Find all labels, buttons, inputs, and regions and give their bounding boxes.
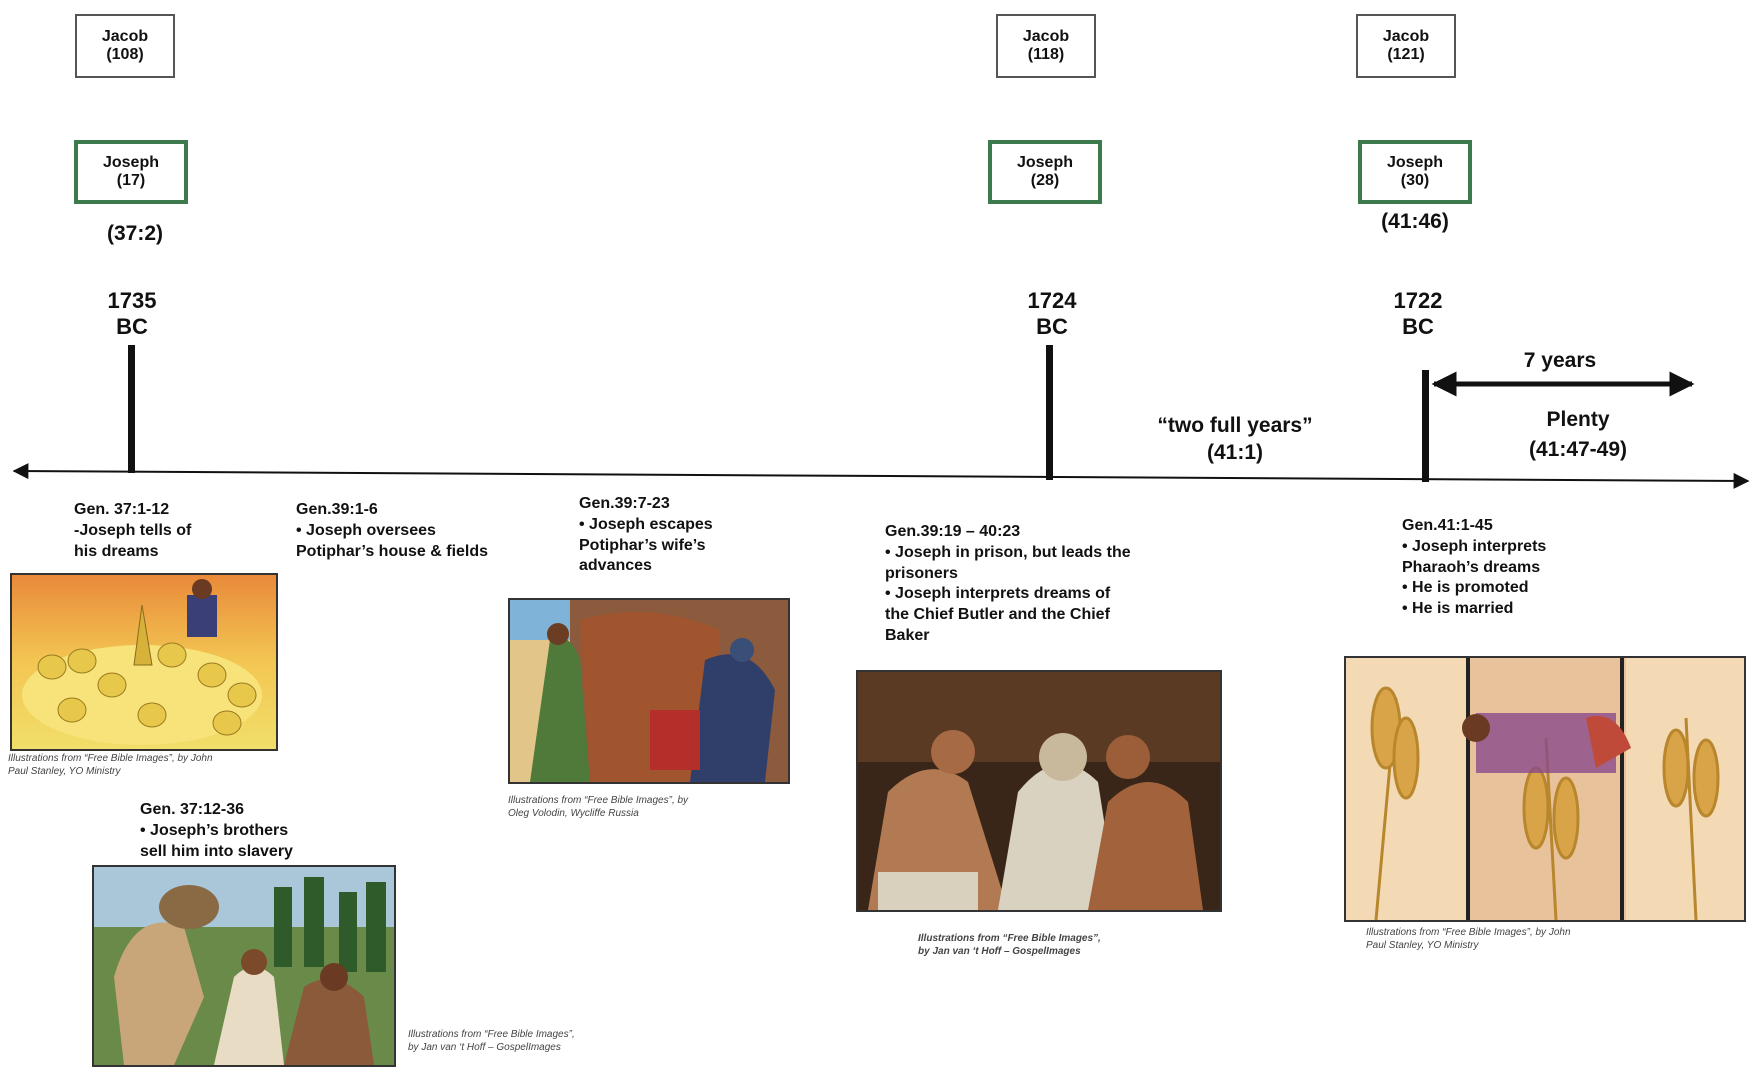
credit-2: Illustrations from “Free Bible Images”, … xyxy=(508,794,688,820)
jacob-age: (121) xyxy=(1387,46,1425,63)
jacob-age: (108) xyxy=(106,46,144,63)
joseph-age: (17) xyxy=(116,172,146,189)
event-line: • Joseph interprets dreams of xyxy=(885,585,1111,603)
event-potiphar-house: Gen.39:1-6 • Joseph oversees Potiphar’s … xyxy=(296,500,488,562)
joseph-age-box-3: Joseph (30) xyxy=(1358,140,1472,204)
interval-ref: (41:1) xyxy=(1206,441,1264,465)
event-ref: Gen.41:1-45 xyxy=(1402,517,1493,534)
event-line: Potiphar’s wife’s xyxy=(579,536,706,554)
event-line: • Joseph’s brothers xyxy=(140,821,289,839)
plenty-label: Plenty (41:47-49) xyxy=(1498,405,1658,466)
scripture-ref-3: (41:46) xyxy=(1381,210,1449,233)
event-line: • Joseph in prison, but leads the xyxy=(885,543,1131,561)
event-sold-slavery: Gen. 37:12-36 • Joseph’s brothers sell h… xyxy=(140,800,293,862)
year-value: 1724 xyxy=(1027,288,1077,313)
event-ref: Gen.39:7-23 xyxy=(579,495,670,512)
event-line: Pharaoh’s dreams xyxy=(1402,558,1541,576)
event-line: • Joseph escapes xyxy=(579,515,713,533)
event-line: • He is married xyxy=(1402,600,1514,618)
event-ref: Gen.39:19 – 40:23 xyxy=(885,523,1021,540)
illustration-pharaoh-dreams xyxy=(1344,656,1746,922)
credit-line: Illustrations from “Free Bible Images”, xyxy=(408,1029,575,1040)
year-era: BC xyxy=(1402,314,1434,340)
illustration-potiphars-wife xyxy=(508,598,790,784)
year-value: 1722 xyxy=(1393,288,1443,313)
credit-line: Paul Stanley, YO Ministry xyxy=(1366,940,1479,951)
seven-years-label: 7 years xyxy=(1523,349,1597,372)
credit-3: Illustrations from “Free Bible Images”, … xyxy=(918,932,1101,958)
event-line: • Joseph interprets xyxy=(1402,537,1547,555)
event-ref: Gen.39:1-6 xyxy=(296,501,378,518)
event-line: his dreams xyxy=(74,542,159,560)
timeline-line xyxy=(12,463,1750,489)
plenty-ref: (41:47-49) xyxy=(1528,438,1628,462)
credit-line: Oleg Volodin, Wycliffe Russia xyxy=(508,808,639,819)
illustration-sheaves-dream xyxy=(10,573,278,751)
credit-line: Paul Stanley, YO Ministry xyxy=(8,766,121,777)
event-line: the Chief Butler and the Chief xyxy=(885,606,1110,624)
event-prison: Gen.39:19 – 40:23 • Joseph in prison, bu… xyxy=(885,522,1131,647)
plenty-word: Plenty xyxy=(1546,408,1610,431)
year-value: 1735 xyxy=(107,288,157,313)
event-line: Baker xyxy=(885,626,930,644)
credit-line: Illustrations from “Free Bible Images”, … xyxy=(8,753,213,764)
credit-4: Illustrations from “Free Bible Images”, … xyxy=(1366,926,1571,952)
year-era: BC xyxy=(116,314,148,340)
event-escapes: Gen.39:7-23 • Joseph escapes Potiphar’s … xyxy=(579,494,713,577)
event-line: -Joseph tells of xyxy=(74,521,192,539)
credit-line: by Jan van ‘t Hoff – GospelImages xyxy=(408,1042,561,1053)
joseph-age: (28) xyxy=(1030,172,1060,189)
credit-5: Illustrations from “Free Bible Images”, … xyxy=(408,1028,575,1054)
joseph-label: Joseph xyxy=(1386,153,1443,171)
event-line: prisoners xyxy=(885,564,958,582)
event-line: Potiphar’s house & fields xyxy=(296,542,489,560)
event-line: • He is promoted xyxy=(1402,579,1529,597)
timeline-tick-3 xyxy=(1422,370,1429,482)
year-era: BC xyxy=(1036,314,1068,340)
event-pharaoh-dreams: Gen.41:1-45 • Joseph interprets Pharaoh’… xyxy=(1402,516,1546,620)
timeline-tick-1 xyxy=(128,345,135,473)
credit-1: Illustrations from “Free Bible Images”, … xyxy=(8,752,213,778)
credit-line: Illustrations from “Free Bible Images”, … xyxy=(1366,927,1571,938)
credit-line: by Jan van ‘t Hoff – GospelImages xyxy=(918,946,1081,957)
joseph-age-box-2: Joseph (28) xyxy=(988,140,1102,204)
year-label-2: 1724 BC xyxy=(1012,288,1092,341)
jacob-age-box-1: Jacob (108) xyxy=(75,14,175,78)
jacob-label: Jacob xyxy=(1022,27,1070,45)
year-label-1: 1735 BC xyxy=(92,288,172,341)
event-ref: Gen. 37:1-12 xyxy=(74,501,170,518)
jacob-age-box-2: Jacob (118) xyxy=(996,14,1096,78)
credit-line: Illustrations from “Free Bible Images”, … xyxy=(508,795,689,806)
event-line: • Joseph oversees xyxy=(296,521,436,539)
event-line: advances xyxy=(579,557,652,575)
event-dreams: Gen. 37:1-12 -Joseph tells of his dreams xyxy=(74,500,191,562)
joseph-age: (30) xyxy=(1400,172,1430,189)
jacob-age-box-3: Jacob (121) xyxy=(1356,14,1456,78)
timeline-tick-2 xyxy=(1046,345,1053,480)
event-ref: Gen. 37:12-36 xyxy=(140,801,245,818)
event-line: sell him into slavery xyxy=(140,842,293,860)
illustration-prison-dreams xyxy=(856,670,1222,912)
illustration-sold-slavery xyxy=(92,865,396,1067)
credit-line: Illustrations from “Free Bible Images”, xyxy=(918,933,1101,944)
two-full-years-label: “two full years” (41:1) xyxy=(1120,412,1350,467)
joseph-label: Joseph xyxy=(1016,153,1073,171)
scripture-ref-1: (37:2) xyxy=(106,222,164,245)
year-label-3: 1722 BC xyxy=(1378,288,1458,341)
interval-quote: “two full years” xyxy=(1157,414,1313,437)
jacob-label: Jacob xyxy=(1382,27,1430,45)
joseph-label: Joseph xyxy=(102,153,159,171)
jacob-label: Jacob xyxy=(101,27,149,45)
jacob-age: (118) xyxy=(1027,46,1065,63)
joseph-age-box-1: Joseph (17) xyxy=(74,140,188,204)
